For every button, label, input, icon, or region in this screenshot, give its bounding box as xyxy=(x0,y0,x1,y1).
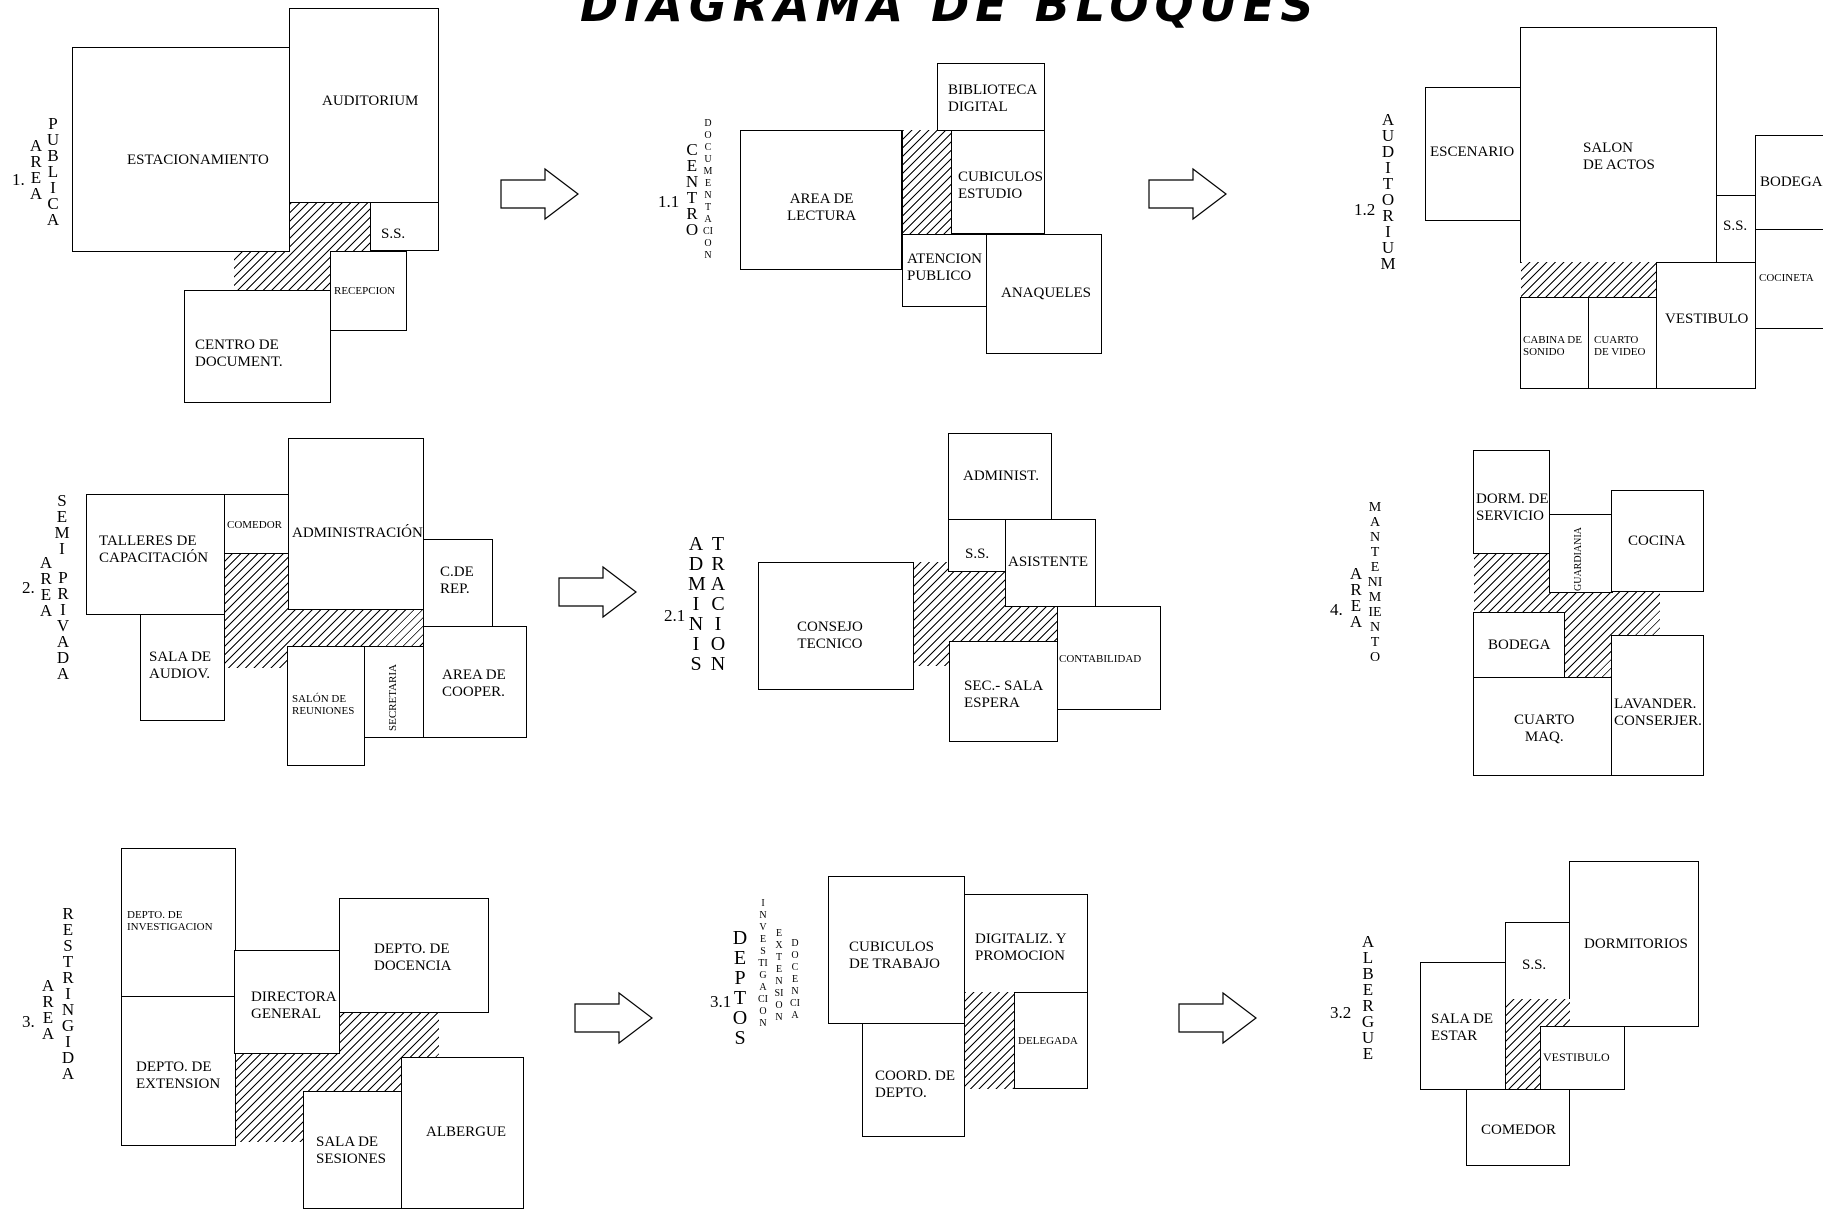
g21-adminis-label: ADMINIS xyxy=(688,533,706,675)
g11-cubiculos: CUBICULOS ESTUDIO xyxy=(951,130,1045,234)
g2-sala-audiov: SALA DE AUDIOV. xyxy=(140,614,225,721)
g32-ss: S.S. xyxy=(1505,922,1570,1000)
g32-albergue-label: ALBERGUE xyxy=(1361,932,1375,1063)
g12-auditorium-label: AUDITORIUM xyxy=(1380,110,1396,273)
g2-area-cooper: AREA DE COOPER. xyxy=(423,626,527,738)
g12-vestibulo: VESTIBULO xyxy=(1656,262,1756,389)
g4-area-label: AREA xyxy=(1349,564,1363,631)
g11-anaqueles: ANAQUELES xyxy=(986,234,1102,354)
g2-comedor: COMEDOR xyxy=(224,494,289,554)
g21-asistente: ASISTENTE xyxy=(1005,519,1096,607)
g2-number: 2. xyxy=(22,578,35,597)
g31-number: 3.1 xyxy=(710,992,732,1011)
g2-talleres: TALLERES DE CAPACITACIÓN xyxy=(86,494,225,615)
g1-auditorium: AUDITORIUM xyxy=(289,8,439,203)
g2-salon-reuniones: SALÓN DE REUNIONES xyxy=(287,646,365,766)
g4-cuarto-maq: CUARTO MAQ. xyxy=(1473,677,1613,776)
g21-sec-sala-espera: SEC.- SALA ESPERA xyxy=(949,641,1058,742)
g3-restringida-label: RESTRINGIDA xyxy=(61,904,75,1083)
g12-cuarto-video: CUARTO DE VIDEO xyxy=(1588,297,1657,389)
g2-administracion: ADMINISTRACIÓN xyxy=(288,438,424,610)
g4-cocina: COCINA xyxy=(1611,490,1704,592)
g31-digitaliz: DIGITALIZ. Y PROMOCION xyxy=(964,894,1088,993)
g2-cde-rep: C.DE REP. xyxy=(423,539,493,627)
g32-dormitorios: DORMITORIOS xyxy=(1569,861,1699,1027)
g31-cubiculos-trabajo: CUBICULOS DE TRABAJO xyxy=(828,876,965,1024)
g3-sala-sesiones: SALA DE SESIONES xyxy=(303,1091,403,1209)
g2-privada-label: PRIVADA xyxy=(56,568,70,683)
g1-recepcion: RECEPCION xyxy=(330,251,407,331)
g11-number: 1.1 xyxy=(658,192,680,211)
g32-sala-estar: SALA DE ESTAR xyxy=(1420,962,1506,1090)
g32-vestibulo: VESTIBULO xyxy=(1540,1026,1625,1090)
g31-delegada: DELEGADA xyxy=(1014,992,1088,1089)
g4-bodega: BODEGA xyxy=(1473,612,1565,678)
g3-area-label: AREA xyxy=(41,976,55,1043)
arrow-right-icon xyxy=(574,991,653,1045)
g4-dorm-servicio: DORM. DE SERVICIO xyxy=(1473,450,1550,554)
g12-salon-actos: SALON DE ACTOS xyxy=(1520,27,1717,263)
g32-number: 3.2 xyxy=(1330,1003,1352,1022)
g1-centro-document: CENTRO DE DOCUMENT. xyxy=(184,290,331,403)
g11-area-lectura: AREA DE LECTURA xyxy=(740,130,902,270)
g3-directora-general: DIRECTORA GENERAL xyxy=(234,950,340,1054)
arrow-right-icon xyxy=(558,565,637,619)
g2-semi-label: SEMI xyxy=(54,491,70,558)
g11-documentacion-label: DOCUMENTACION xyxy=(703,118,713,261)
g3-albergue: ALBERGUE xyxy=(401,1057,524,1209)
g21-contabilidad: CONTABILIDAD xyxy=(1057,606,1161,710)
arrow-right-icon xyxy=(1148,167,1227,221)
g21-ss: S.S. xyxy=(948,519,1006,572)
g12-number: 1.2 xyxy=(1354,200,1376,219)
g21-number: 2.1 xyxy=(664,606,686,625)
g12-cocineta: COCINETA xyxy=(1755,229,1823,329)
g31-extension-label: EXTENSION xyxy=(774,928,784,1023)
g3-depto-docencia: DEPTO. DE DOCENCIA xyxy=(339,898,489,1013)
g4-number: 4. xyxy=(1330,600,1343,619)
g12-ss: S.S. xyxy=(1716,195,1756,264)
g1-area-label: AREA xyxy=(29,136,43,203)
g4-lavanderia: LAVANDER. CONSERJER. xyxy=(1611,635,1704,776)
g31-circulation xyxy=(965,992,1016,1089)
g12-escenario: ESCENARIO xyxy=(1425,87,1521,221)
g21-consejo-tecnico: CONSEJO TECNICO xyxy=(758,562,914,690)
g21-tracion-label: TRACION xyxy=(710,533,726,675)
g11-atencion: ATENCION PUBLICO xyxy=(902,234,988,307)
arrow-right-icon xyxy=(1178,991,1257,1045)
arrow-right-icon xyxy=(500,167,579,221)
g1-ss: S.S. xyxy=(370,202,439,251)
g31-coord-depto: COORD. DE DEPTO. xyxy=(862,1023,965,1137)
g12-bodega: BODEGA xyxy=(1755,135,1823,230)
g21-administ: ADMINIST. xyxy=(948,433,1052,520)
diagram-title: DIAGRAMA DE BLOQUES xyxy=(580,0,1320,32)
g31-docencia-label: DOCENCIA xyxy=(790,938,800,1021)
g3-depto-extension: DEPTO. DE EXTENSION xyxy=(121,996,236,1146)
g11-centro-label: CENTRO xyxy=(685,140,699,239)
g31-investigacion-label: INVESTIGACION xyxy=(758,898,768,1029)
g32-comedor: COMEDOR xyxy=(1466,1089,1570,1166)
g1-estacionamiento: ESTACIONAMIENTO xyxy=(72,47,290,252)
g12-cabina: CABINA DE SONIDO xyxy=(1520,297,1589,389)
g1-number: 1. xyxy=(12,170,25,189)
g3-depto-investigacion: DEPTO. DE INVESTIGACION xyxy=(121,848,236,998)
g11-biblioteca: BIBLIOTECA DIGITAL xyxy=(937,63,1045,131)
g12-circulation xyxy=(1521,262,1656,299)
g1-publica-label: PUBLICA xyxy=(46,114,60,229)
g3-number: 3. xyxy=(22,1012,35,1031)
g4-guardiania: GUARDIANIA xyxy=(1549,514,1613,593)
g4-mantenimiento-label: MANTENIMIENTO xyxy=(1367,500,1383,665)
g31-deptos-label: DEPTOS xyxy=(732,927,748,1049)
g2-area-label: AREA xyxy=(39,553,53,620)
g2-secretaria: SECRETARIA xyxy=(364,646,424,738)
g11-circulation xyxy=(902,130,953,234)
